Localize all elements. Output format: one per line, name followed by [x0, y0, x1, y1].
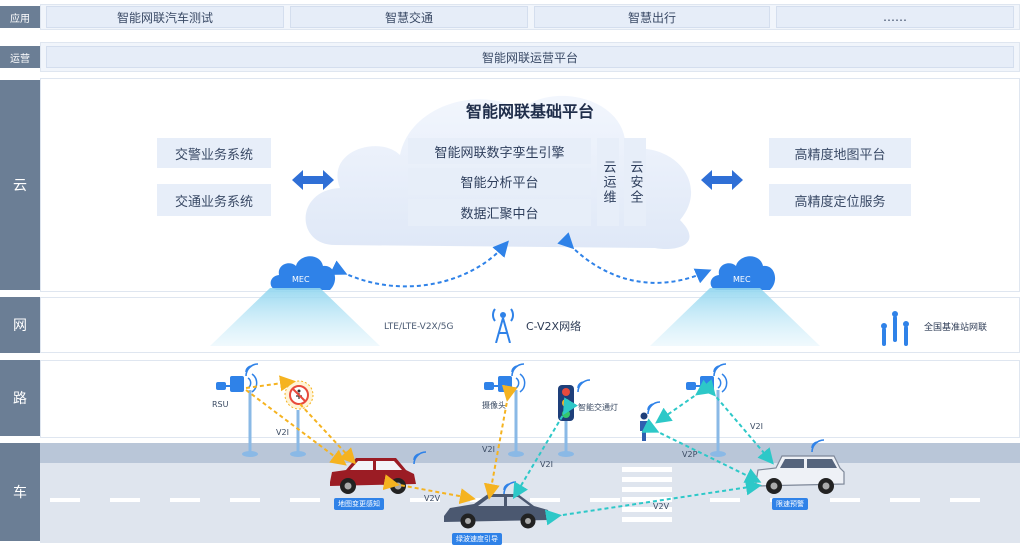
layer-label-cloud: 云 [0, 80, 40, 290]
cloud-center-2-text: 数据汇聚中台 [460, 207, 539, 222]
network-lte-label: LTE/LTE-V2X/5G [384, 322, 454, 332]
layer-label-road-text: 路 [13, 391, 27, 407]
cloud-security-text: 云安全 [627, 159, 643, 205]
app-item-0-text: 智能网联汽车测试 [116, 10, 213, 25]
v2i-label-1: V2I [276, 428, 289, 437]
v2i-label-3: V2I [540, 460, 553, 469]
app-item-3: …… [776, 6, 1014, 28]
rsu-label: RSU [212, 400, 229, 409]
app-item-1: 智慧交通 [290, 6, 528, 28]
platform-title: 智能网联基础平台 [465, 102, 594, 121]
layer-label-ops: 运营 [0, 46, 40, 68]
tag-green-wave: 绿波速度引导 [452, 533, 502, 545]
app-item-1-text: 智慧交通 [384, 10, 433, 25]
mec-cloud-right-icon [710, 256, 776, 290]
cv2x-tower-icon [492, 308, 514, 343]
layer-label-ops-text: 运营 [10, 53, 30, 65]
cloud-center-0: 智能网联数字孪生引擎 [408, 138, 591, 164]
app-item-2-text: 智慧出行 [627, 10, 676, 25]
network-base-label: 全国基准站网联 [924, 323, 988, 333]
mec-beam-left [210, 288, 380, 346]
layer-label-app-text: 应用 [10, 13, 30, 25]
app-item-0: 智能网联汽车测试 [46, 6, 284, 28]
ops-platform-text: 智能网联运营平台 [481, 50, 578, 65]
cloud-left-1: 交通业务系统 [157, 184, 271, 216]
cloud-left-1-text: 交通业务系统 [174, 194, 253, 210]
net-layer-bg [40, 297, 1020, 353]
layer-label-car-text: 车 [13, 485, 27, 501]
traffic-light-label: 智能交通灯 [578, 403, 618, 412]
cloud-right-0-text: 高精度地图平台 [794, 147, 886, 163]
cloud-center-1-text: 智能分析平台 [460, 176, 539, 191]
cloud-right-1-text: 高精度定位服务 [794, 194, 886, 210]
mec-beam-right [650, 288, 820, 346]
cloud-ops: 云运维 [597, 138, 619, 226]
cloud-ops-text: 云运维 [600, 159, 616, 205]
tag-speed-limit: 限速预警 [772, 498, 808, 510]
cloud-center-2: 数据汇聚中台 [408, 199, 591, 226]
double-arrow-left [292, 170, 334, 190]
cloud-security: 云安全 [624, 138, 646, 226]
layer-label-net: 网 [0, 297, 40, 353]
v2v-label-2: V2V [653, 502, 670, 511]
app-item-2: 智慧出行 [534, 6, 770, 28]
v2p-label: V2P [682, 450, 698, 459]
mec-cloud-left-icon [270, 256, 336, 290]
v2i-label-4: V2I [750, 422, 763, 431]
mec-left-label: MEC [292, 275, 310, 284]
base-station-icon [881, 311, 909, 346]
rsu-device-icon [216, 373, 258, 393]
v2i-label-2: V2I [482, 445, 495, 454]
cloud-left-0-text: 交警业务系统 [174, 147, 253, 163]
cloud-center-1: 智能分析平台 [408, 168, 591, 195]
layer-label-car: 车 [0, 443, 40, 541]
app-item-3-text: …… [883, 10, 907, 24]
cloud-center-0-text: 智能网联数字孪生引擎 [434, 145, 565, 161]
mec-right-label: MEC [733, 275, 751, 284]
v2v-label-1: V2V [424, 494, 441, 503]
cloud-right-0: 高精度地图平台 [769, 138, 911, 168]
network-cv2x-label: C-V2X网络 [526, 320, 582, 333]
layer-label-net-text: 网 [13, 318, 27, 334]
ops-platform: 智能网联运营平台 [46, 46, 1014, 68]
layer-label-road: 路 [0, 360, 40, 436]
tag-map-change: 地图变更感知 [334, 498, 384, 510]
cloud-left-0: 交警业务系统 [157, 138, 271, 168]
double-arrow-right [701, 170, 743, 190]
layer-label-app: 应用 [0, 6, 40, 28]
layer-label-cloud-text: 云 [13, 178, 27, 194]
white-suv-icon [755, 455, 845, 494]
cloud-right-1: 高精度定位服务 [769, 184, 911, 216]
